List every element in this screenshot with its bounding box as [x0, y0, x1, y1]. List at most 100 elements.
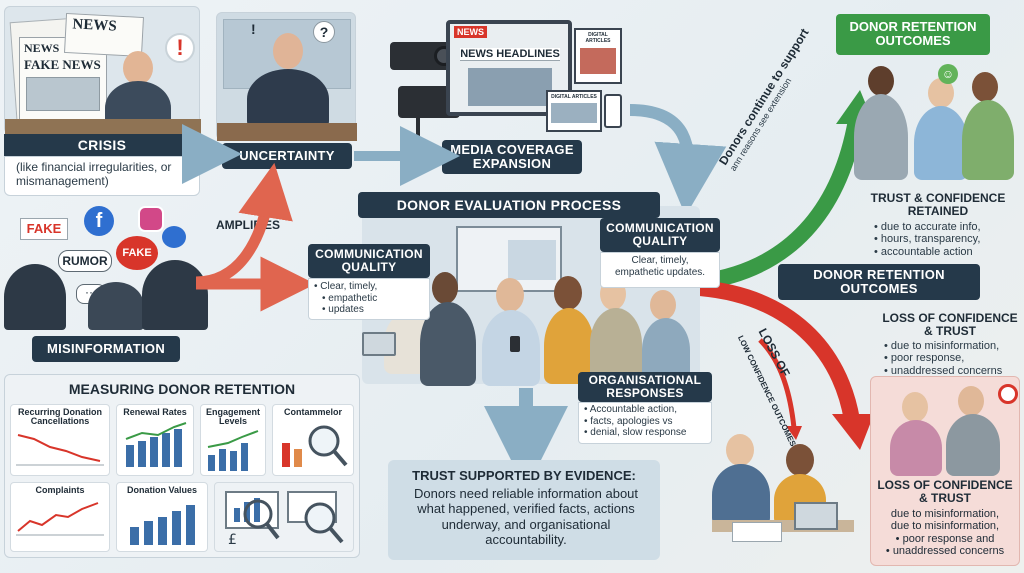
tile-recurring-cancellations: Recurring Donation Cancellations: [10, 404, 110, 476]
news-headlines-title: NEWS HEADLINES: [460, 48, 560, 61]
crisis-caption-box: [4, 156, 200, 196]
digital-article-1-title: DIGITAL ARTICLES: [585, 32, 611, 44]
retained-list: due to accurate info, hours, transparenc…: [874, 221, 1024, 258]
loss2-title: LOSS OF CONFIDENCE & TRUST: [877, 478, 1013, 506]
exclamation-icon: !: [251, 21, 256, 37]
comm-quality-right-text: Clear, timely, empathetic updates.: [614, 255, 706, 278]
digital-article-2: DIGITAL ARTICLES: [546, 90, 602, 132]
digital-article-1-photo: [580, 48, 616, 74]
newspaper-headline-1: NEWS: [24, 41, 60, 55]
org-responses-item-3: denial, slow response: [584, 427, 710, 439]
loss2-line-3-text: poor response and: [902, 532, 995, 545]
worried-donor-1-body: [712, 464, 770, 526]
worried-laptop: [794, 502, 838, 530]
loss-item-2: poor response,: [884, 352, 1024, 364]
tile-engagement-levels: Engagement Levels: [200, 404, 266, 476]
loss2-line-1: due to misinformation,: [890, 508, 1000, 520]
tile-renewal-rates-chart: [125, 422, 187, 468]
retained-donor-1-head: [868, 66, 894, 96]
arrow-red-thin-head: [786, 426, 802, 440]
arrow-red-loss: [699, 280, 860, 422]
worried-donor-1-head: [726, 434, 754, 466]
org-responses-item-2: facts, apologies vs: [584, 416, 710, 428]
uncertainty-illustration: ? !: [216, 12, 357, 141]
tile-donation-values: Donation Values: [116, 482, 208, 552]
retained-donors-illustration: ☺: [846, 58, 1018, 190]
comm-quality-right-title: COMMUNICATION QUALITY: [600, 218, 720, 252]
loss2-line-4-text: unaddressed concerns: [892, 544, 1005, 557]
instagram-icon: [138, 206, 164, 232]
tile-dashboard-screen: £: [214, 482, 354, 552]
worried-papers: [732, 522, 782, 542]
comm-quality-left-list: Clear, timely, empathetic updates: [314, 281, 426, 316]
tile-engagement-levels-title: Engagement Levels: [205, 407, 260, 427]
loss-item-1: due to misinformation,: [884, 340, 1024, 352]
org-responses-list: Accountable action, facts, apologies vs …: [584, 404, 710, 439]
fake-sign-1: FAKE: [20, 218, 68, 240]
arrow-amplifies-up: [195, 162, 293, 288]
retained-donor-1-body: [854, 94, 908, 180]
crisis-illustration: NEWS FAKE NEWS NEWS !: [4, 6, 201, 135]
donor-5-body: [590, 308, 642, 380]
no-icon: [998, 384, 1018, 404]
worried-donor-2-head: [786, 444, 814, 476]
crisis-caption: (like financial irregularities, or misma…: [16, 160, 172, 188]
fake-bubble-2: FAKE: [116, 236, 158, 270]
worried-donors-illustration: [712, 428, 854, 546]
tile-engagement-levels-chart: [207, 429, 259, 471]
loss-item-3: unaddressed concerns: [884, 365, 1024, 377]
trust-evidence-title: TRUST SUPPORTED BY EVIDENCE:: [412, 468, 636, 483]
crisis-label: CRISIS: [4, 134, 200, 156]
measuring-title: MEASURING DONOR RETENTION: [68, 381, 296, 397]
org-responses-item-1: Accountable action,: [584, 404, 710, 416]
arrow-red-thin: [758, 338, 797, 429]
smartphone-icon: [510, 336, 520, 352]
arrow-red-head: [832, 414, 874, 450]
comm-quality-left-item-2: empathetic: [314, 293, 426, 305]
digital-article-2-photo: [551, 103, 597, 123]
comm-quality-left-title: COMMUNICATION QUALITY: [308, 244, 430, 278]
rumor-bubble: RUMOR: [58, 250, 112, 272]
spokesman-desk: [217, 123, 357, 141]
desk: [5, 119, 201, 135]
retained-donor-3-head: [972, 72, 998, 102]
comm-quality-left-item-3: updates: [314, 304, 426, 316]
tile-renewal-rates-title: Renewal Rates: [123, 407, 187, 417]
retained-title: TRUST & CONFIDENCE RETAINED: [870, 191, 1006, 219]
retained-item-3: accountable action: [874, 246, 1024, 258]
tile-contammelor: Contammelor: [272, 404, 354, 476]
loss2-line-4: • unaddressed concerns: [885, 544, 1005, 557]
svg-text:£: £: [228, 532, 237, 548]
org-responses-title: ORGANISATIONAL RESPONSES: [578, 372, 712, 402]
tile-contammelor-title: Contammelor: [283, 407, 342, 417]
tile-donation-values-title: Donation Values: [126, 485, 197, 495]
dashboard-magnifier-chart: £: [225, 491, 344, 548]
tile-complaints-title: Complaints: [35, 485, 85, 495]
arrow-green-retention: [698, 118, 864, 290]
loss-donor-1-head: [902, 392, 928, 422]
spokesman-body: [247, 69, 329, 129]
loss2-line-3: • poor response and: [895, 532, 995, 545]
tile-recurring-cancellations-chart: [16, 433, 104, 466]
news-photo: [468, 68, 552, 106]
spokesman-head: [273, 33, 303, 69]
stressed-man-head: [123, 51, 153, 85]
phone-icon: [604, 94, 622, 128]
trust-evidence-box: [388, 460, 660, 560]
retained-item-1: due to accurate info,: [874, 221, 1024, 233]
donor-3-head: [496, 278, 524, 312]
loss2-line-2: due to misinformation,: [890, 520, 1000, 533]
loss2-text: due to misinformation, due to misinforma…: [874, 508, 1016, 557]
whisper-silhouette-1: [4, 264, 66, 330]
smile-icon: ☺: [938, 64, 958, 84]
outcomes-mid-label: DONOR RETENTION OUTCOMES: [778, 264, 980, 300]
media-coverage-label: MEDIA COVERAGE EXPANSION: [442, 140, 582, 174]
digital-article-2-title: DIGITAL ARTICLES: [551, 94, 597, 100]
loss-donor-2-head: [958, 386, 984, 416]
tile-recurring-cancellations-title: Recurring Donation Cancellations: [17, 407, 102, 427]
donor-6-head: [650, 290, 676, 320]
laptop-icon: [362, 332, 396, 356]
retained-donor-2-body: [914, 106, 968, 180]
newspaper-front: NEWS FAKE NEWS: [19, 37, 107, 123]
loss-donor-2-body: [946, 414, 1000, 476]
